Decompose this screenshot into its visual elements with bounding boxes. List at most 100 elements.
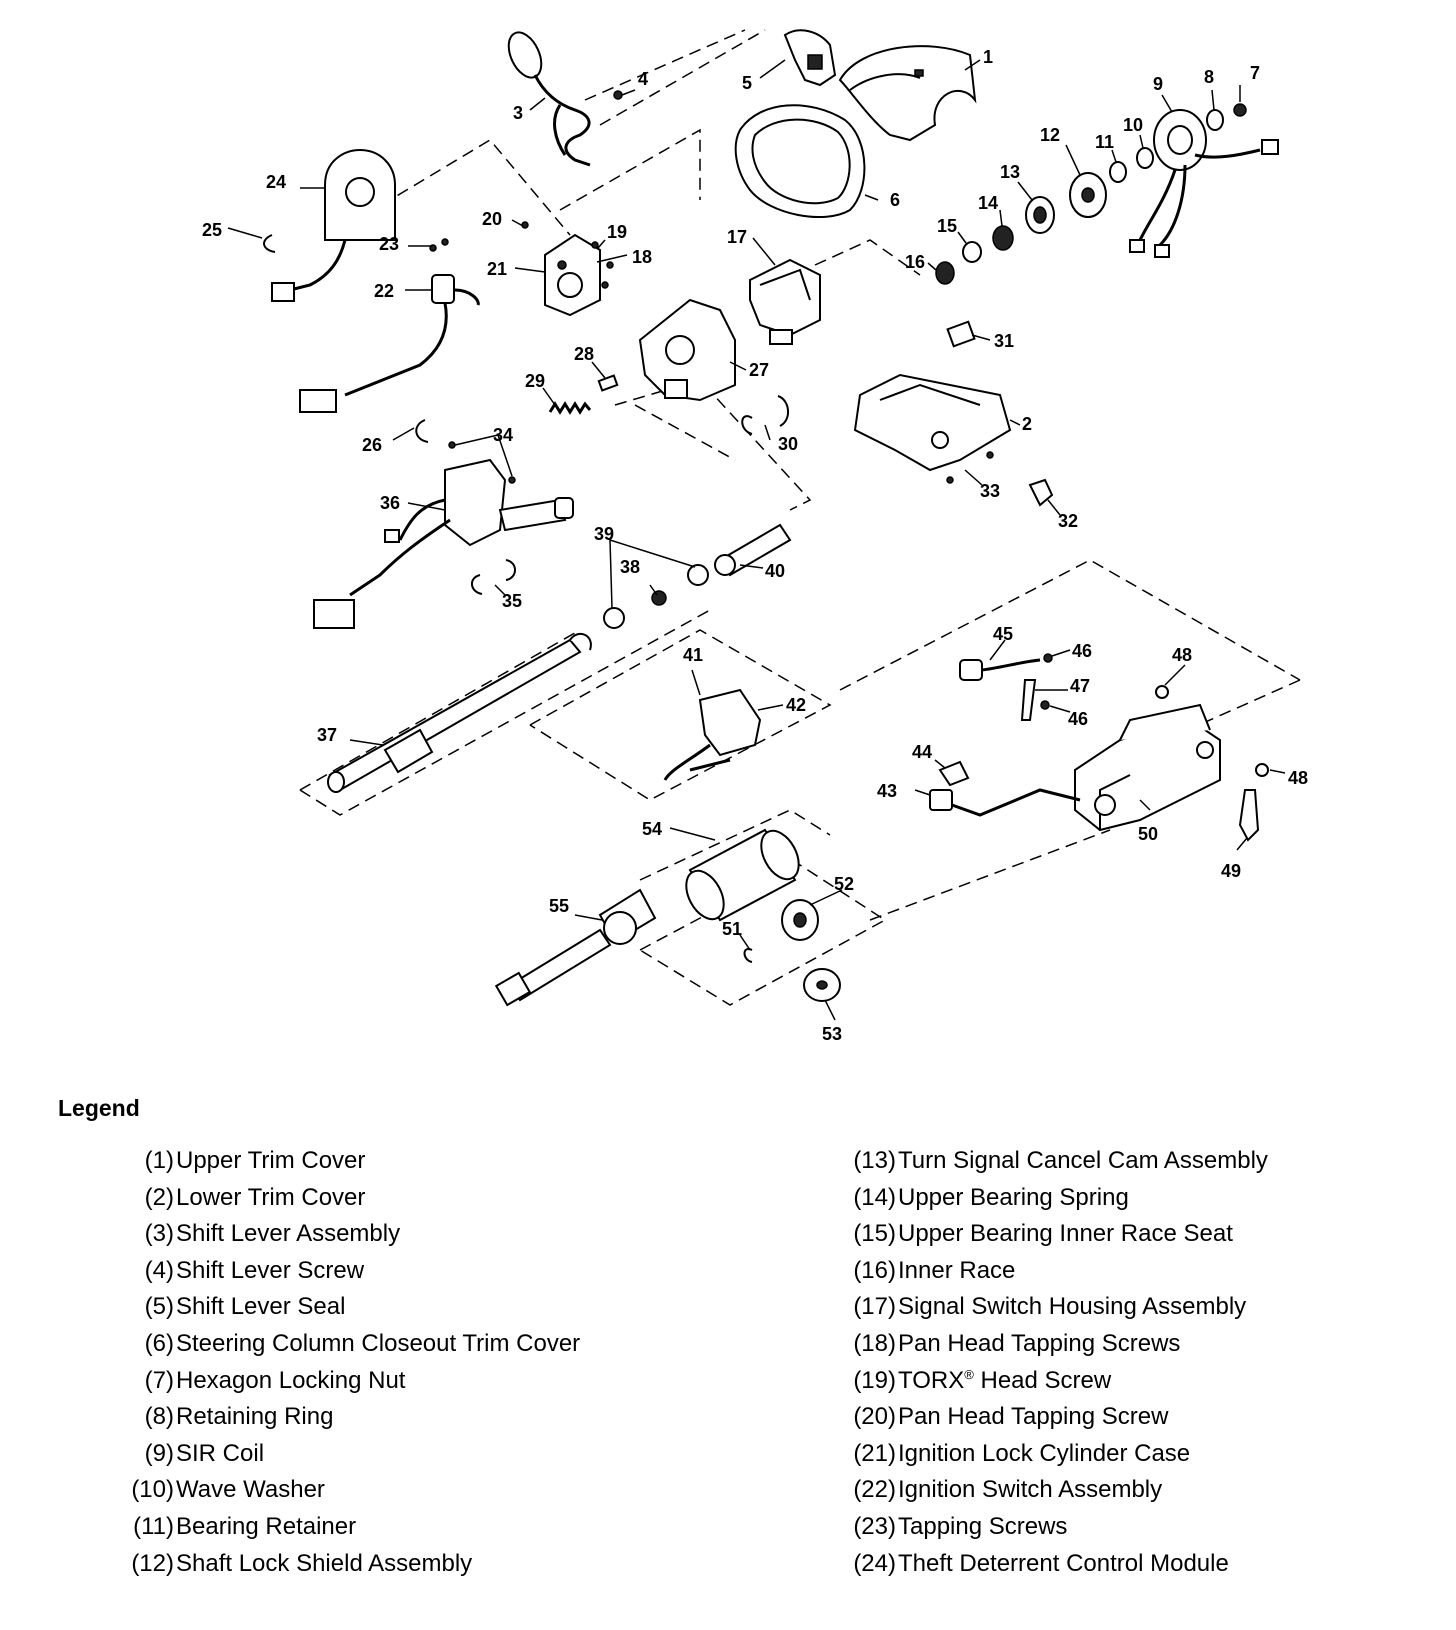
legend-item-label: Lower Trim Cover bbox=[176, 1180, 365, 1217]
callout-50: 50 bbox=[1138, 824, 1158, 844]
callout-20: 20 bbox=[482, 209, 502, 229]
callout-35: 35 bbox=[502, 591, 522, 611]
legend-item: (8)Retaining Ring bbox=[104, 1399, 580, 1436]
callout-17: 17 bbox=[727, 227, 747, 247]
legend-item-number: (12) bbox=[131, 1549, 174, 1577]
callout-43: 43 bbox=[877, 781, 897, 801]
callout-34: 34 bbox=[493, 425, 513, 445]
screws-33 bbox=[946, 451, 994, 484]
shift-lever-assembly bbox=[507, 31, 591, 167]
legend-item: (4)Shift Lever Screw bbox=[104, 1253, 580, 1290]
legend-item-label: Shift Lever Assembly bbox=[176, 1216, 400, 1253]
callout-6: 6 bbox=[890, 190, 900, 210]
legend-item-label: Turn Signal Cancel Cam Assembly bbox=[898, 1143, 1268, 1180]
legend-item-number: (4) bbox=[144, 1256, 174, 1284]
lock-bolt bbox=[597, 374, 619, 392]
legend-item-number: (13) bbox=[853, 1147, 896, 1174]
callout-31: 31 bbox=[994, 331, 1014, 351]
legend-item-label: Shift Lever Seal bbox=[176, 1289, 345, 1326]
callout-13: 13 bbox=[1000, 162, 1020, 182]
upper-bearing-inner-race-seat bbox=[962, 241, 982, 263]
legend-item: (9)SIR Coil bbox=[104, 1436, 580, 1473]
legend-item-label: Upper Bearing Inner Race Seat bbox=[898, 1216, 1233, 1253]
bracket-32 bbox=[1028, 478, 1054, 507]
legend-item-label: Hexagon Locking Nut bbox=[176, 1363, 405, 1400]
legend-item-number: (3) bbox=[144, 1220, 174, 1248]
legend-item-label: Inner Race bbox=[898, 1253, 1015, 1290]
legend-title: Legend bbox=[58, 1095, 140, 1121]
legend-item: (23)Tapping Screws bbox=[826, 1509, 1268, 1546]
legend-item-label-text: Hexagon Locking Nut bbox=[176, 1366, 406, 1394]
legend-item: (22)Ignition Switch Assembly bbox=[826, 1472, 1268, 1509]
callout-labels: 1 2 3 4 5 6 7 8 9 10 11 12 13 14 15 16 1… bbox=[202, 47, 1308, 1044]
legend-item-number: (18) bbox=[853, 1329, 896, 1357]
bearing-parts-51-53 bbox=[743, 899, 841, 1002]
bracket-31 bbox=[946, 320, 976, 348]
shift-lever-seal bbox=[783, 29, 837, 87]
legend-item-number: (8) bbox=[144, 1403, 174, 1431]
column-housing bbox=[638, 298, 736, 402]
legend-item-label-text: Inner Race bbox=[898, 1256, 1016, 1284]
legend-item-label-text: Retaining Ring bbox=[176, 1403, 334, 1431]
signal-switch-housing-assembly bbox=[749, 258, 821, 345]
callout-25: 25 bbox=[202, 220, 222, 240]
callout-29: 29 bbox=[525, 371, 545, 391]
callout-42: 42 bbox=[786, 695, 806, 715]
legend-item: (24)Theft Deterrent Control Module bbox=[826, 1546, 1268, 1583]
legend-item: (12)Shaft Lock Shield Assembly bbox=[104, 1546, 580, 1583]
steering-column-jacket bbox=[1074, 703, 1221, 832]
legend-item-number: (10) bbox=[131, 1476, 174, 1504]
callout-45: 45 bbox=[993, 624, 1013, 644]
legend-item: (14)Upper Bearing Spring bbox=[826, 1180, 1268, 1217]
legend-item-label: Pan Head Tapping Screws bbox=[898, 1326, 1180, 1363]
legend-item-number: (19) bbox=[853, 1366, 896, 1394]
lock-actuator-assembly bbox=[663, 688, 762, 781]
legend-item-label-text: TORX bbox=[898, 1366, 965, 1394]
callout-30: 30 bbox=[778, 434, 798, 454]
legend-item: (6)Steering Column Closeout Trim Cover bbox=[104, 1326, 581, 1363]
callout-9: 9 bbox=[1153, 74, 1163, 94]
callout-4: 4 bbox=[638, 69, 648, 89]
callout-48a: 48 bbox=[1172, 645, 1192, 665]
legend-item-number: (24) bbox=[853, 1549, 896, 1577]
legend-item-label-text: Pan Head Tapping Screws bbox=[898, 1329, 1181, 1357]
callout-21: 21 bbox=[487, 259, 507, 279]
callout-53: 53 bbox=[822, 1024, 842, 1044]
legend-item-label-text: Wave Washer bbox=[176, 1476, 325, 1504]
callout-27: 27 bbox=[749, 360, 769, 380]
upper-bearing-spring bbox=[992, 225, 1014, 251]
legend-item-number: (14) bbox=[853, 1183, 896, 1211]
legend-item-label: Ignition Lock Cylinder Case bbox=[898, 1436, 1190, 1473]
legend-item: (21)Ignition Lock Cylinder Case bbox=[826, 1436, 1268, 1473]
legend-item: (10)Wave Washer bbox=[104, 1472, 580, 1509]
key-alarm-switch bbox=[959, 653, 1053, 721]
legend-item-number: (21) bbox=[853, 1439, 896, 1467]
legend-item-label-text: Ignition Switch Assembly bbox=[898, 1476, 1163, 1504]
retaining-clip bbox=[263, 234, 276, 253]
legend-item-label-text: SIR Coil bbox=[176, 1439, 265, 1467]
legend-item-label-text: Turn Signal Cancel Cam Assembly bbox=[898, 1147, 1268, 1174]
legend-item-label-text: Pan Head Tapping Screw bbox=[898, 1403, 1169, 1431]
legend-item-label-text: Ignition Lock Cylinder Case bbox=[898, 1439, 1191, 1467]
callout-15: 15 bbox=[937, 216, 957, 236]
legend-item-label-text: Bearing Retainer bbox=[176, 1512, 357, 1540]
legend-item: (7)Hexagon Locking Nut bbox=[104, 1363, 580, 1400]
legend-item-label: Theft Deterrent Control Module bbox=[898, 1546, 1229, 1583]
nuts-48 bbox=[1155, 685, 1269, 777]
legend-item: (13)Turn Signal Cancel Cam Assembly bbox=[826, 1143, 1268, 1180]
leader-lines bbox=[227, 59, 1286, 1021]
callout-32: 32 bbox=[1058, 511, 1078, 531]
legend-item: (11)Bearing Retainer bbox=[104, 1509, 580, 1546]
callout-3: 3 bbox=[513, 103, 523, 123]
steering-shaft bbox=[327, 632, 592, 793]
legend-item: (3)Shift Lever Assembly bbox=[104, 1216, 580, 1253]
callout-37: 37 bbox=[317, 725, 337, 745]
turn-signal-cancel-cam-assembly bbox=[1025, 196, 1055, 234]
callout-49: 49 bbox=[1221, 861, 1241, 881]
legend-item-number: (9) bbox=[144, 1439, 174, 1467]
callout-52: 52 bbox=[834, 874, 854, 894]
legend-item-label: Shift Lever Screw bbox=[176, 1253, 364, 1290]
lock-bolt-spring bbox=[548, 401, 592, 415]
legend-item-label: Bearing Retainer bbox=[176, 1509, 356, 1546]
shaft-lock-shield-assembly bbox=[1069, 172, 1107, 218]
